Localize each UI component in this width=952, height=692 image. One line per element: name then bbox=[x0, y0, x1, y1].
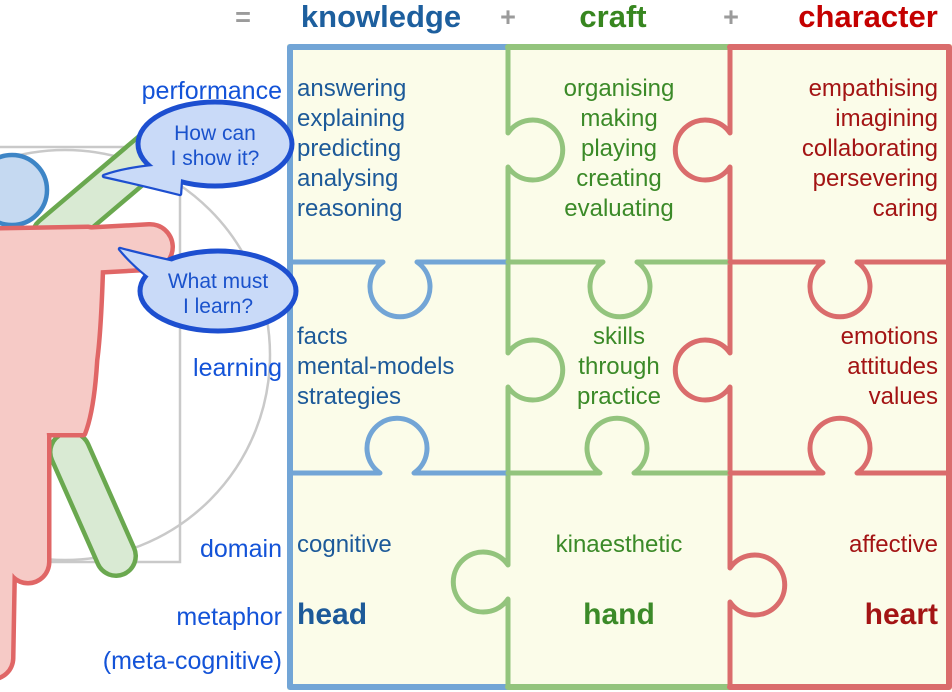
speech-bubble-2 bbox=[137, 248, 299, 334]
cell-learning-craft: skills through practice bbox=[508, 322, 730, 412]
cell-line: analysing bbox=[297, 165, 399, 192]
cell-metaphor-heart: heart bbox=[864, 598, 938, 631]
speech-bubble-2-line1: What must bbox=[167, 270, 269, 293]
character-outer-border bbox=[727, 44, 952, 690]
learning-domain-boundary-craft bbox=[505, 415, 733, 476]
cell-line: evaluating bbox=[564, 195, 674, 222]
plus-sign-1: + bbox=[500, 2, 516, 32]
knowledge-craft-boundary bbox=[450, 44, 566, 690]
cell-line: caring bbox=[872, 195, 938, 222]
speech-bubble-2-line2: I learn? bbox=[182, 295, 254, 318]
cell-domain-knowledge: cognitive bbox=[297, 531, 392, 558]
cell-line: facts bbox=[297, 323, 348, 350]
row-label-performance: performance bbox=[141, 77, 282, 105]
craft-character-boundary bbox=[672, 44, 788, 690]
performance-learning-boundary-craft bbox=[505, 259, 733, 320]
cell-domain-character: affective bbox=[849, 531, 938, 558]
speech-bubbles bbox=[101, 99, 299, 334]
speech-bubble-1-line1: How can bbox=[174, 122, 256, 145]
cell-performance-knowledge: answering explaining predicting analysin… bbox=[297, 74, 406, 224]
cell-line: playing bbox=[580, 135, 658, 162]
proportion-square bbox=[0, 145, 182, 564]
cell-line: imagining bbox=[835, 105, 938, 132]
performance-learning-boundary-character bbox=[727, 259, 952, 320]
row-label-domain: domain bbox=[200, 535, 282, 563]
cell-line: explaining bbox=[297, 105, 406, 132]
speech-bubble-1-line2: I show it? bbox=[170, 147, 260, 170]
row-label-learning: learning bbox=[193, 354, 282, 382]
cell-line: empathising bbox=[808, 75, 938, 102]
cell-line: skills bbox=[593, 323, 645, 350]
cell-line: strategies bbox=[297, 383, 402, 410]
cell-learning-character: emotions attitudes values bbox=[841, 322, 938, 412]
cell-line: creating bbox=[576, 165, 662, 192]
speech-bubble-2-text: What must I learn? bbox=[143, 269, 293, 319]
cell-line: emotions bbox=[840, 323, 938, 350]
learning-domain-boundary-knowledge bbox=[287, 415, 511, 476]
cell-line: organising bbox=[563, 75, 675, 102]
cell-line: persevering bbox=[812, 165, 938, 192]
row-label-meta-cognitive: (meta-cognitive) bbox=[102, 647, 282, 675]
proportion-circle bbox=[0, 148, 272, 562]
person-head bbox=[0, 152, 50, 228]
cell-domain-craft: kinaesthetic bbox=[555, 531, 683, 558]
puzzle-background bbox=[287, 44, 952, 690]
cell-line: answering bbox=[297, 75, 407, 102]
person-body bbox=[0, 222, 175, 680]
knowledge-outer-border bbox=[287, 44, 511, 690]
speech-bubble-1-text: How can I show it? bbox=[140, 121, 290, 171]
row-label-metaphor: metaphor bbox=[176, 603, 282, 631]
cell-line: mental-models bbox=[297, 353, 455, 380]
header-knowledge: knowledge bbox=[300, 0, 462, 34]
cell-metaphor-head: head bbox=[297, 598, 368, 631]
cell-line: through bbox=[578, 353, 660, 380]
cell-performance-character: empathising imagining collaborating pers… bbox=[802, 74, 938, 224]
vitruvian-person-figure bbox=[0, 119, 186, 680]
cell-line: practice bbox=[576, 383, 662, 410]
proportion-guides bbox=[0, 145, 272, 564]
cell-line: values bbox=[868, 383, 938, 410]
cell-learning-knowledge: facts mental-models strategies bbox=[297, 322, 454, 412]
cell-performance-craft: organising making playing creating evalu… bbox=[508, 74, 730, 224]
cell-line: making bbox=[580, 105, 658, 132]
header-character: character bbox=[798, 0, 938, 34]
header-craft: craft bbox=[579, 0, 647, 34]
equals-sign: = bbox=[235, 2, 251, 32]
plus-sign-2: + bbox=[723, 2, 739, 32]
cell-line: collaborating bbox=[801, 135, 938, 162]
cell-line: reasoning bbox=[297, 195, 403, 222]
puzzle-grid bbox=[287, 44, 952, 690]
performance-learning-boundary-knowledge bbox=[287, 259, 511, 320]
learning-domain-boundary-character bbox=[727, 415, 952, 476]
cell-line: attitudes bbox=[847, 353, 938, 380]
cell-metaphor-hand: hand bbox=[583, 598, 655, 631]
cell-line: predicting bbox=[297, 135, 402, 162]
